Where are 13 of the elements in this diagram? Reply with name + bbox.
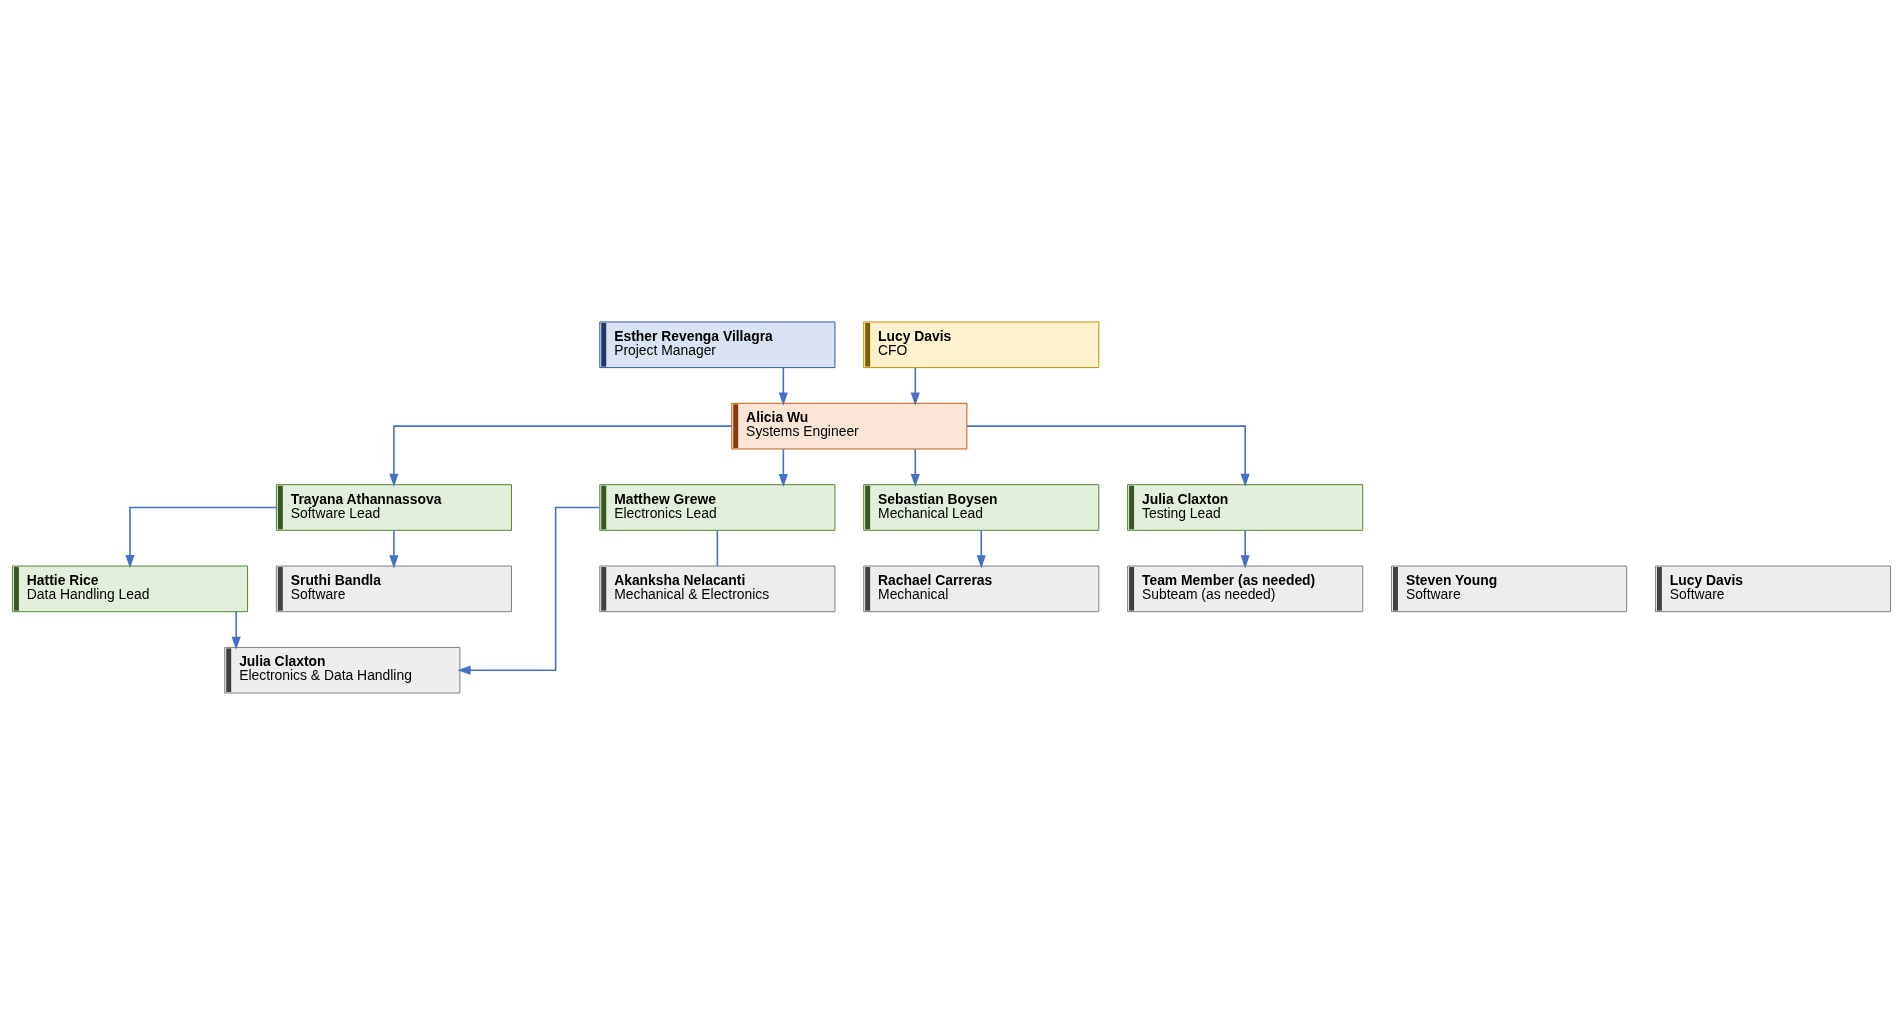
arrow bbox=[910, 448, 920, 488]
arrow bbox=[976, 529, 986, 569]
arrow bbox=[1240, 529, 1250, 569]
arrow bbox=[389, 529, 399, 569]
arrow bbox=[231, 611, 241, 650]
arrow bbox=[966, 425, 1250, 487]
arrow bbox=[910, 367, 920, 406]
connector bbox=[716, 529, 719, 567]
arrow bbox=[457, 506, 601, 675]
arrow bbox=[778, 448, 788, 488]
arrow bbox=[778, 367, 788, 406]
arrow bbox=[125, 506, 278, 569]
arrow bbox=[389, 425, 733, 487]
